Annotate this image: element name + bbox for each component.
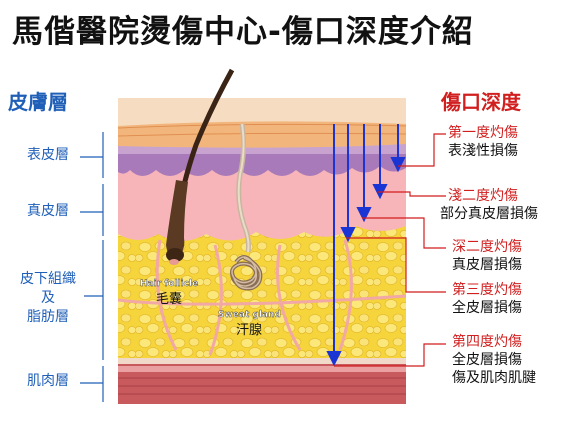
- layer-label-subcutaneous: 皮下組織 及 脂肪層: [20, 271, 76, 325]
- hair-follicle-label-en: Hair follicle: [140, 279, 198, 289]
- layer-label-muscle: 肌肉層: [27, 373, 69, 389]
- arrow-superficial-2nd: [372, 184, 388, 200]
- layer-brackets: [80, 132, 104, 402]
- depth-arrows: [326, 124, 406, 367]
- arrow-deep-2nd: [356, 207, 372, 223]
- depth-4th-degree-desc: 全皮層損傷 傷及肌肉肌腱: [452, 352, 536, 386]
- sweat-gland-label-zh: 汗腺: [236, 323, 262, 338]
- hair-follicle-label-zh: 毛囊: [156, 291, 182, 307]
- sweat-gland-label-en: Sweat gland: [218, 310, 281, 320]
- depth-deep-2nd-title: 深二度灼傷: [452, 239, 522, 255]
- depth-1st-degree: 第一度灼傷 表淺性損傷: [448, 124, 518, 160]
- depth-4th-degree-title: 第四度灼傷: [452, 334, 522, 350]
- layer-label-dermis: 真皮層: [27, 203, 69, 219]
- depth-4th-degree: 第四度灼傷 全皮層損傷 傷及肌肉肌腱: [452, 333, 536, 387]
- depth-superficial-2nd-desc: 部分真皮層損傷: [440, 206, 538, 222]
- depth-1st-degree-title: 第一度灼傷: [448, 125, 518, 141]
- page-title: 馬偕醫院燙傷中心-傷口深度介紹: [12, 14, 474, 50]
- depth-superficial-2nd-degree: 淺二度灼傷 部分真皮層損傷: [440, 187, 538, 223]
- arrow-3rd-degree: [340, 227, 356, 243]
- wound-depth-header: 傷口深度: [441, 90, 521, 114]
- sweat-gland: [230, 123, 263, 291]
- hair-follicle: [166, 68, 235, 265]
- depth-superficial-2nd-title: 淺二度灼傷: [448, 188, 518, 204]
- depth-3rd-degree-title: 第三度灼傷: [452, 282, 522, 298]
- connector-lines: [334, 133, 446, 367]
- depth-deep-2nd-desc: 真皮層損傷: [452, 257, 522, 273]
- depth-3rd-degree-desc: 全皮層損傷: [452, 300, 522, 316]
- skin-layers-header: 皮膚層: [8, 90, 68, 114]
- depth-3rd-degree: 第三度灼傷 全皮層損傷: [452, 281, 522, 317]
- arrow-1st-degree: [390, 157, 406, 173]
- layer-label-epidermis: 表皮層: [27, 147, 69, 163]
- arrow-4th-degree: [326, 351, 342, 367]
- depth-1st-degree-desc: 表淺性損傷: [448, 143, 518, 159]
- depth-deep-2nd-degree: 深二度灼傷 真皮層損傷: [452, 238, 522, 274]
